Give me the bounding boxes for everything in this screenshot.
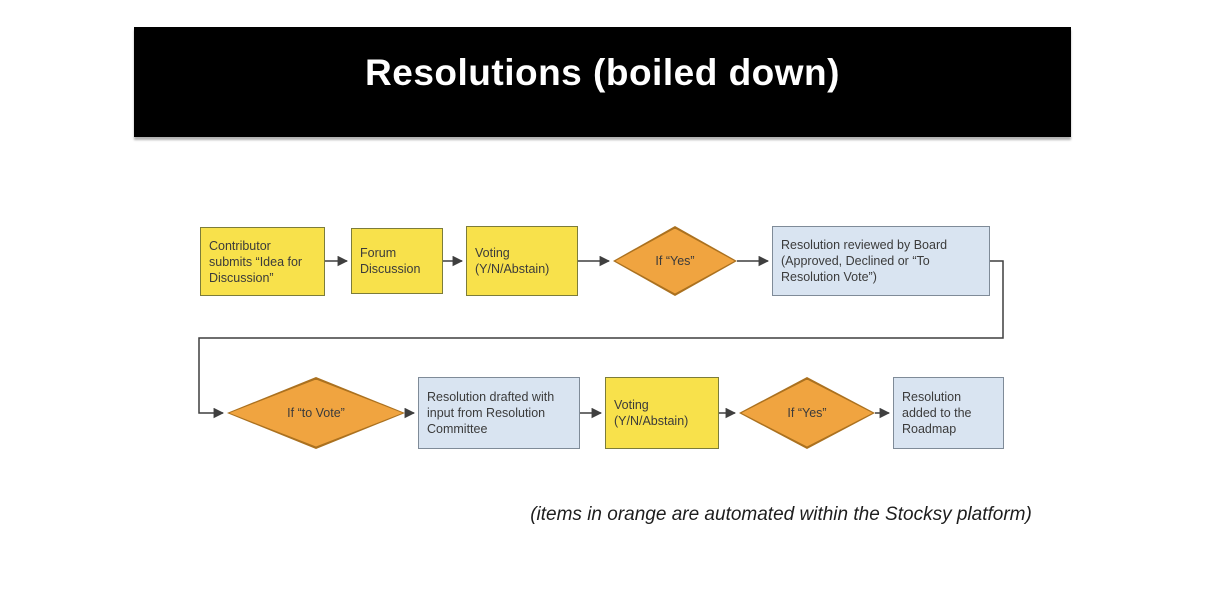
- flow-node-label: If “Yes”: [787, 406, 827, 420]
- flow-node-label: Contributor submits “Idea for Discussion…: [209, 238, 303, 285]
- flow-node-resolution-drafted: Resolution drafted with input from Resol…: [418, 377, 580, 449]
- flow-node-label: Forum Discussion: [360, 246, 421, 276]
- flow-node-label: If “to Vote”: [287, 406, 345, 420]
- flow-node-board-review: Resolution reviewed by Board (Approved, …: [772, 226, 990, 296]
- slide-caption: (items in orange are automated within th…: [530, 504, 1032, 525]
- flow-node-if-yes-1: If “Yes”: [613, 226, 737, 296]
- flow-node-label: Resolution drafted with input from Resol…: [427, 390, 555, 436]
- flow-node-label: Voting (Y/N/Abstain): [614, 398, 689, 428]
- page-title: Resolutions (boiled down): [365, 52, 840, 93]
- flow-node-label: Voting (Y/N/Abstain): [475, 246, 550, 276]
- flow-node-label: If “Yes”: [655, 254, 695, 268]
- flow-node-label: Resolution added to the Roadmap: [902, 390, 972, 436]
- flow-node-forum-discussion: Forum Discussion: [351, 228, 443, 294]
- flow-node-voting-1: Voting (Y/N/Abstain): [466, 226, 578, 296]
- title-bar: Resolutions (boiled down): [134, 27, 1071, 137]
- flow-node-label: Resolution reviewed by Board (Approved, …: [781, 238, 948, 284]
- flow-node-if-to-vote: If “to Vote”: [227, 377, 405, 449]
- flow-node-added-to-roadmap: Resolution added to the Roadmap: [893, 377, 1004, 449]
- flow-node-voting-2: Voting (Y/N/Abstain): [605, 377, 719, 449]
- flow-node-if-yes-2: If “Yes”: [739, 377, 875, 449]
- flow-node-contributor-submits: Contributor submits “Idea for Discussion…: [200, 227, 325, 296]
